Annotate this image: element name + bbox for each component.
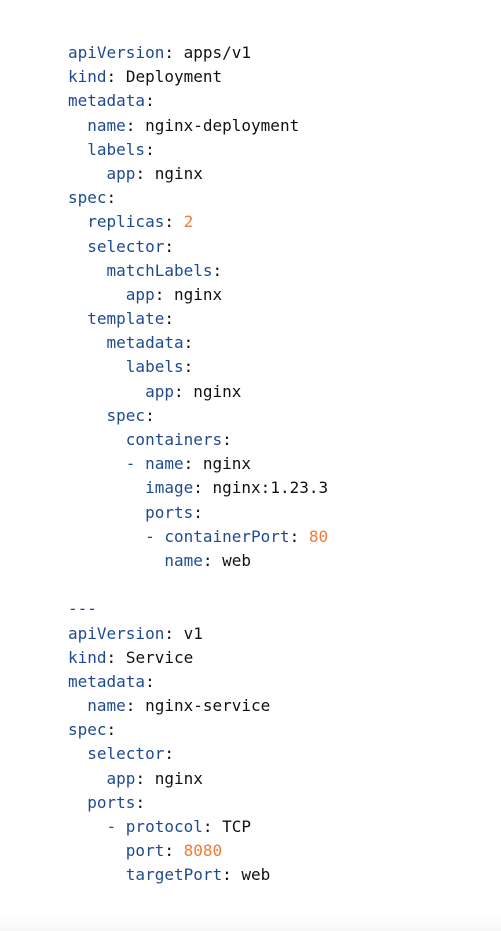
yaml-value: nginx [154,768,203,788]
yaml-key: spec [68,188,107,208]
yaml-value: nginx [173,284,223,304]
code-line: image: nginx:1.23.3 [145,478,329,498]
yaml-key: port [125,841,165,861]
yaml-key: protocol [125,817,203,836]
yaml-value: nginx-deployment [145,115,300,135]
yaml-value: nginx [193,381,242,401]
yaml-key: kind [68,67,107,87]
code-line: name: nginx-service [87,696,271,716]
code-line: - name: nginx [125,454,252,474]
list-dash: - [106,817,126,836]
code-line: name: web [164,550,252,570]
yaml-key: spec [68,720,107,740]
code-line: template: [87,309,174,329]
yaml-key: app [145,381,174,401]
yaml-value: nginx:1.23.3 [212,478,329,498]
code-line: - protocol: TCP [106,817,252,836]
code-line: containers: [125,430,232,449]
yaml-key: selector [87,744,165,764]
yaml-value: web [222,550,252,570]
yaml-key: name [145,454,184,474]
code-line [68,573,328,597]
yaml-value: Service [125,647,194,667]
yaml-key: app [106,163,136,183]
yaml-key: labels [125,357,184,377]
code-line: apiVersion: v1 [68,623,203,643]
yaml-number-value: 80 [308,526,329,546]
code-line: apiVersion: apps/v1 [68,43,252,62]
yaml-value: v1 [183,623,203,643]
code-line: app: nginx [145,381,242,401]
yaml-key: containerPort [164,526,290,546]
yaml-key: spec [106,405,146,425]
code-line: metadata: [106,333,194,353]
yaml-key: targetPort [125,865,223,885]
code-line: targetPort: web [125,865,271,885]
yaml-key: ports [87,792,136,812]
yaml-value: nginx [202,454,252,474]
yaml-value: nginx [154,163,203,183]
code-line: metadata: [68,671,155,691]
code-line: selector: [87,236,174,256]
yaml-key: selector [87,236,165,256]
yaml-number-value: 8080 [183,841,223,861]
code-line: app: nginx [125,284,223,304]
code-line: --- [68,597,328,621]
yaml-value: nginx-service [145,696,271,716]
yaml-key: ports [145,502,194,522]
code-line: kind: Deployment [68,67,223,87]
code-line: - containerPort: 80 [145,526,329,546]
code-line: ports: [145,502,203,522]
yaml-key: apiVersion [68,623,165,643]
yaml-key: kind [68,647,107,667]
code-line: ports: [87,792,146,812]
code-line: replicas: 2 [87,212,194,232]
list-dash: - [145,526,165,546]
yaml-key: matchLabels [106,260,213,280]
code-line: matchLabels: [106,260,223,280]
code-line: app: nginx [106,163,203,183]
code-line: spec: [106,405,155,425]
code-line: spec: [68,188,117,208]
yaml-key: labels [87,139,146,159]
code-line: labels: [125,357,194,377]
yaml-key: app [106,768,136,788]
yaml-value: TCP [222,817,252,836]
yaml-key: apiVersion [68,43,165,62]
yaml-number-value: 2 [183,212,194,232]
yaml-value: apps/v1 [183,43,252,62]
yaml-key: containers [125,430,223,449]
yaml-key: image [145,478,194,498]
yaml-value: web [241,865,271,885]
yaml-key: name [87,696,126,716]
code-line: name: nginx-deployment [87,115,300,135]
yaml-value: Deployment [125,67,223,87]
yaml-key: name [87,115,126,135]
code-line: port: 8080 [125,841,223,861]
yaml-key: name [164,550,203,570]
document-separator: --- [68,599,97,619]
yaml-key: metadata [68,671,146,691]
page-bottom-fade [0,915,501,931]
list-dash: - [125,454,146,474]
code-line: labels: [87,139,155,159]
code-line: selector: [87,744,174,764]
code-line: app: nginx [106,768,203,788]
yaml-key: template [87,309,165,329]
code-line: kind: Service [68,647,194,667]
yaml-code-block: apiVersion: apps/v1 kind: Deployment metad… [68,41,328,888]
yaml-key: metadata [68,91,146,111]
code-line: spec: [68,720,117,740]
yaml-key: metadata [106,333,184,353]
code-line: metadata: [68,91,155,111]
yaml-key: app [125,284,155,304]
yaml-key: replicas [87,212,165,232]
